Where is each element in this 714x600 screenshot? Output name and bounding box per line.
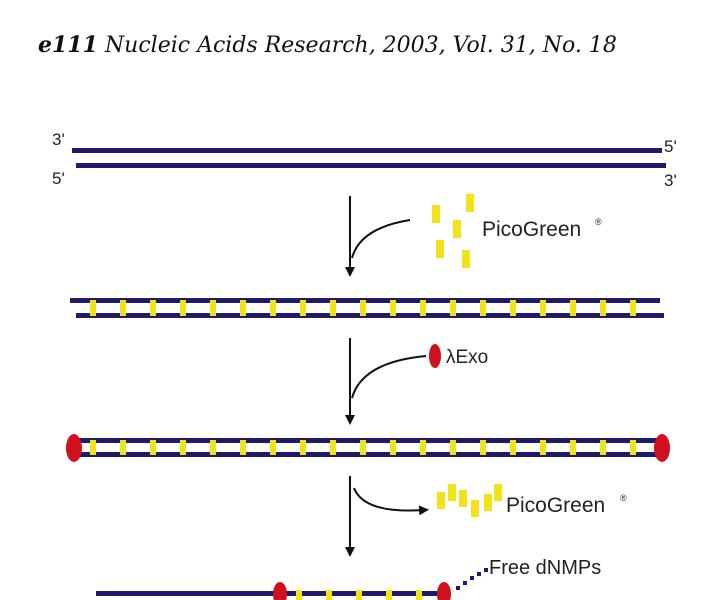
article-id: e111: [38, 32, 98, 58]
ssdna-stage4: [96, 582, 451, 600]
exo-enzyme-left: [273, 582, 287, 600]
free-dnmp-dots: [456, 568, 488, 590]
journal-citation: Nucleic Acids Research, 2003, Vol. 31, N…: [104, 33, 617, 58]
bound-dye-mark: [296, 590, 302, 600]
bound-dye-mark: [330, 300, 336, 316]
step3-arrow: [345, 476, 429, 557]
end-label-top-right: 5': [664, 137, 677, 156]
picogreen-molecules-1: [432, 194, 474, 268]
step1-arrow: [345, 196, 411, 277]
step1-reagent-label: PicoGreen: [482, 218, 581, 241]
bound-dye-mark: [600, 440, 606, 455]
bound-dye-mark: [326, 590, 332, 600]
step2-arrow: [345, 338, 427, 425]
page-header: e111 Nucleic Acids Research, 2003, Vol. …: [38, 32, 617, 58]
bound-dye-mark: [300, 440, 306, 455]
bound-dye-mark: [420, 300, 426, 316]
free-dnmps-label: Free dNMPs: [489, 557, 601, 579]
bound-dye-mark: [540, 300, 546, 316]
dsdna-stage1: 3' 5' 5' 3': [52, 130, 677, 190]
exo-enzyme-right: [437, 582, 451, 600]
bound-dye-mark: [420, 440, 426, 455]
end-label-top-left: 3': [52, 130, 65, 149]
bottom-strand: [76, 163, 666, 168]
bound-dye-mark: [150, 300, 156, 316]
bound-dye-mark: [570, 440, 576, 455]
bound-dye-mark: [356, 590, 362, 600]
bound-dye-mark: [630, 440, 636, 455]
bound-dye-mark: [390, 440, 396, 455]
bound-dye-mark: [120, 300, 126, 316]
lambda-exo-enzyme-icon: [429, 344, 441, 368]
bound-dye-mark: [360, 440, 366, 455]
bound-dye-mark: [360, 300, 366, 316]
bound-dye-mark: [180, 440, 186, 455]
bound-dye-mark: [330, 440, 336, 455]
step3-registered-mark: ®: [620, 493, 627, 503]
bound-dye-mark: [540, 440, 546, 455]
bound-dye-mark: [270, 440, 276, 455]
top-strand: [72, 148, 662, 153]
bound-dye-mark: [386, 590, 392, 600]
bound-dye-mark: [450, 300, 456, 316]
single-strand: [96, 591, 276, 596]
bound-dye-mark: [240, 300, 246, 316]
bound-dye-mark: [480, 300, 486, 316]
bottom-strand: [76, 313, 664, 318]
bound-dye-mark: [180, 300, 186, 316]
bound-dye-mark: [90, 440, 96, 455]
bound-dye-mark: [210, 440, 216, 455]
bound-dye-mark: [120, 440, 126, 455]
step3-reagent-label: PicoGreen: [506, 494, 605, 517]
bound-dye-mark: [390, 300, 396, 316]
bound-dye-mark: [300, 300, 306, 316]
picogreen-molecules-released: [437, 484, 502, 517]
bound-dye-mark: [210, 300, 216, 316]
end-label-bottom-right: 3': [664, 171, 677, 190]
bound-dye-mark: [480, 440, 486, 455]
bound-dye-row: [90, 300, 636, 316]
step1-registered-mark: ®: [595, 217, 602, 227]
dsdna-stage3: [66, 434, 670, 462]
bound-dye-mark: [510, 300, 516, 316]
bound-dye-mark: [270, 300, 276, 316]
bound-dye-mark: [450, 440, 456, 455]
bound-dye-mark: [570, 300, 576, 316]
end-label-bottom-left: 5': [52, 169, 65, 188]
bound-dye-mark: [630, 300, 636, 316]
bound-dye-row: [90, 440, 636, 455]
step2-reagent-label: λExo: [446, 347, 488, 368]
bound-dye-mark: [90, 300, 96, 316]
bound-dye-row: [296, 590, 422, 600]
bound-dye-mark: [510, 440, 516, 455]
bound-dye-mark: [150, 440, 156, 455]
exo-enzyme-right: [654, 434, 670, 462]
bound-dye-mark: [240, 440, 246, 455]
dsdna-stage2: [70, 298, 664, 318]
exo-enzyme-left: [66, 434, 82, 462]
bound-dye-mark: [600, 300, 606, 316]
bound-dye-mark: [416, 590, 422, 600]
